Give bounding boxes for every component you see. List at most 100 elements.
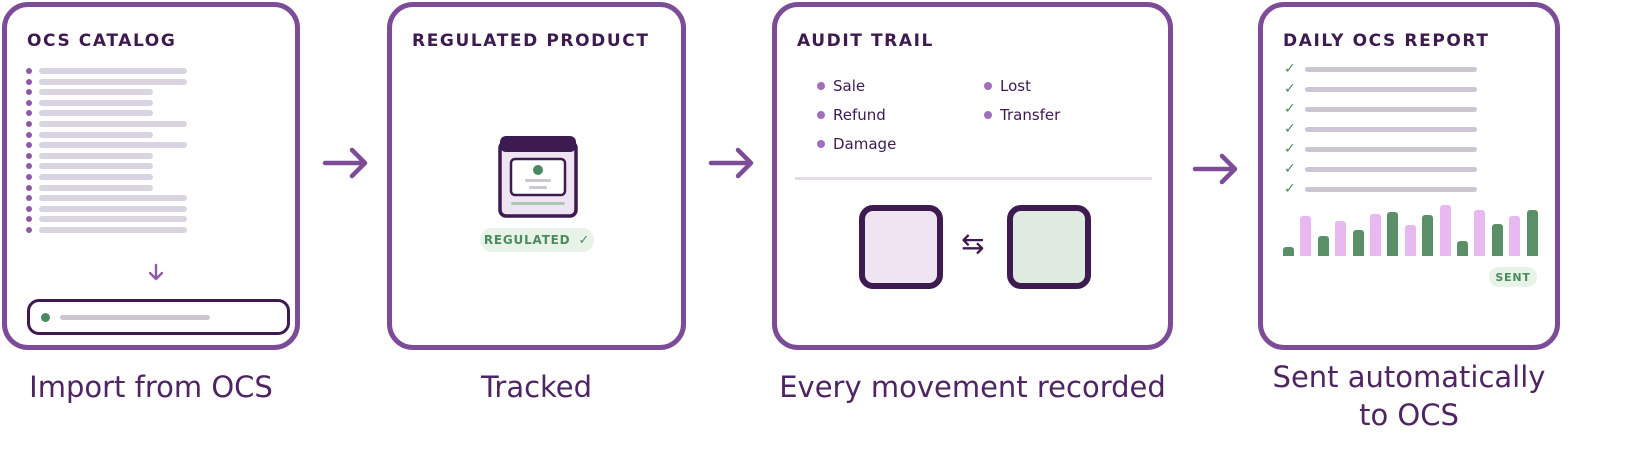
report-bar — [1422, 215, 1434, 256]
report-bar — [1526, 210, 1538, 256]
catalog-line — [39, 205, 187, 212]
catalog-bullet — [26, 163, 32, 170]
event-refund: Refund — [817, 106, 886, 124]
report-line — [1305, 147, 1477, 152]
import-row-dot — [41, 313, 50, 322]
report-line — [1305, 187, 1477, 192]
catalog-bullet — [26, 205, 32, 212]
regulated-badge: REGULATED ✓ — [480, 228, 594, 252]
catalog-bullet — [26, 174, 32, 180]
caption-sent-line1: Sent automatically — [1272, 360, 1546, 394]
check-icon: ✓ — [1284, 81, 1296, 97]
catalog-bullet — [26, 152, 32, 159]
catalog-bullet — [26, 227, 32, 233]
catalog-line — [39, 163, 153, 170]
sent-badge: SENT — [1489, 267, 1537, 287]
ocs-catalog-card: OCS CATALOG — [2, 2, 300, 350]
catalog-line — [39, 195, 187, 202]
swap-arrows-icon: ⇆ — [961, 227, 985, 260]
catalog-bullet — [26, 78, 32, 85]
report-bar — [1404, 225, 1416, 256]
catalog-bullet — [26, 131, 32, 138]
catalog-line — [39, 121, 187, 127]
report-line — [1305, 107, 1477, 112]
audit-trail-card: AUDIT TRAIL Sale Refund Damage Lost Tran… — [772, 2, 1173, 350]
report-bar — [1352, 230, 1364, 256]
report-line — [1305, 67, 1477, 72]
report-bar — [1317, 236, 1329, 256]
catalog-line — [39, 89, 153, 96]
arrow-right-icon — [1192, 153, 1238, 185]
check-icon: ✓ — [1284, 141, 1296, 157]
report-line — [1305, 127, 1477, 132]
caption-recorded: Every movement recorded — [779, 370, 1166, 404]
daily-ocs-report-card: DAILY OCS REPORT ✓ ✓ ✓ ✓ ✓ ✓ ✓ SENT — [1258, 2, 1560, 350]
catalog-bullet — [26, 99, 32, 106]
report-bar — [1335, 221, 1347, 256]
report-bar — [1509, 216, 1521, 256]
report-line — [1305, 87, 1477, 92]
catalog-bullet — [26, 110, 32, 117]
caption-sent-line2: to OCS — [1359, 398, 1459, 432]
caption-tracked: Tracked — [480, 370, 593, 404]
catalog-line — [39, 110, 153, 117]
daily-ocs-report-title: DAILY OCS REPORT — [1283, 31, 1490, 51]
check-icon: ✓ — [1284, 61, 1296, 77]
check-icon: ✓ — [578, 232, 591, 248]
bullet-dot — [984, 82, 992, 90]
event-transfer: Transfer — [984, 106, 1060, 124]
report-bar — [1283, 247, 1294, 256]
event-lost: Lost — [984, 77, 1031, 95]
ocs-catalog-title: OCS CATALOG — [27, 31, 177, 51]
report-bar — [1439, 205, 1451, 256]
catalog-line — [39, 131, 153, 138]
arrow-right-icon — [322, 147, 368, 179]
catalog-line — [39, 227, 187, 233]
regulated-product-card: REGULATED PRODUCT REGULATED ✓ — [387, 2, 686, 350]
report-bar — [1491, 224, 1503, 256]
caption-import: Import from OCS — [29, 370, 273, 404]
check-icon: ✓ — [1284, 181, 1296, 197]
catalog-line — [39, 68, 187, 74]
event-sale: Sale — [817, 77, 865, 95]
report-bar — [1370, 214, 1381, 256]
check-icon: ✓ — [1284, 121, 1296, 137]
bullet-dot — [984, 111, 992, 119]
regulated-badge-label: REGULATED — [483, 233, 571, 247]
regulated-product-title: REGULATED PRODUCT — [412, 31, 650, 51]
import-row-line — [60, 315, 210, 320]
audit-trail-title: AUDIT TRAIL — [797, 31, 934, 51]
report-bar — [1457, 241, 1468, 256]
report-bar — [1474, 210, 1486, 256]
catalog-line — [39, 152, 153, 159]
report-bar — [1300, 216, 1312, 256]
catalog-bullet — [26, 184, 32, 191]
catalog-line — [39, 184, 153, 191]
catalog-bullet — [26, 89, 32, 96]
bullet-dot — [817, 111, 825, 119]
catalog-bullet — [26, 216, 32, 223]
catalog-line — [39, 142, 187, 149]
arrow-right-icon — [708, 147, 754, 179]
catalog-line — [39, 99, 153, 106]
audit-divider — [795, 177, 1152, 180]
source-location-square — [859, 205, 943, 289]
catalog-bullet — [26, 142, 32, 149]
check-icon: ✓ — [1284, 161, 1296, 177]
report-line — [1305, 167, 1477, 172]
catalog-bullet — [26, 195, 32, 202]
catalog-line — [39, 216, 187, 223]
arrow-down-icon — [148, 263, 164, 281]
catalog-line — [39, 174, 153, 180]
check-icon: ✓ — [1284, 101, 1296, 117]
bullet-dot — [817, 82, 825, 90]
import-row — [27, 299, 290, 335]
event-damage: Damage — [817, 135, 896, 153]
bullet-dot — [817, 140, 825, 148]
product-box-icon — [498, 136, 578, 218]
catalog-line — [39, 78, 187, 85]
report-bar — [1387, 212, 1399, 256]
catalog-bullet — [26, 121, 32, 127]
catalog-bullet — [26, 68, 32, 74]
destination-location-square — [1007, 205, 1091, 289]
